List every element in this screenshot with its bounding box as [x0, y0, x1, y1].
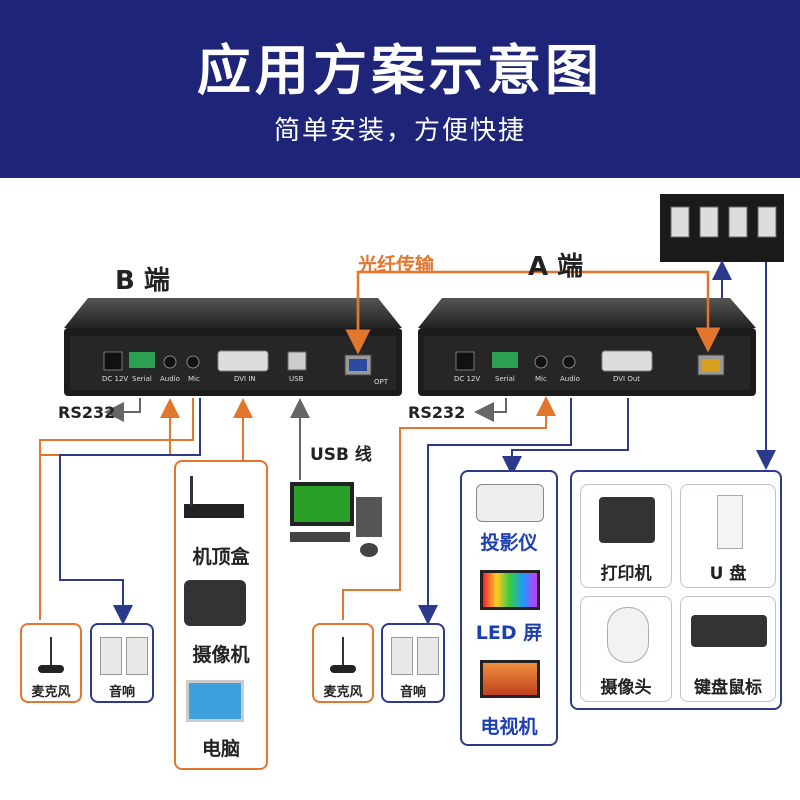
a-port-dc: DC 12V — [454, 375, 481, 383]
computer-tower-icon — [356, 497, 382, 537]
webcam-icon — [607, 607, 649, 663]
page-subtitle: 简单安装，方便快捷 — [273, 116, 526, 146]
b-sources-box: 机顶盒 摄像机 电脑 — [174, 460, 268, 770]
b-port-dvi-in: DVI IN — [234, 375, 256, 383]
a-port-mic: Mic — [535, 375, 547, 383]
fiber-label: 光纤传输 — [358, 254, 435, 276]
a-port-audio: Audio — [560, 375, 580, 383]
usb-cable-label: USB 线 — [310, 445, 372, 465]
a-speaker-label: 音响 — [399, 685, 426, 700]
b-mic-label: 麦克风 — [31, 685, 71, 700]
usb-flash-icon — [717, 495, 743, 549]
usb-hub — [660, 194, 784, 262]
b-speaker-box: 音响 — [90, 623, 154, 703]
display-led: LED 屏 — [475, 622, 543, 644]
display-projector: 投影仪 — [480, 532, 538, 554]
camera-icon — [184, 580, 246, 626]
b-rs232-label: RS232 — [58, 403, 116, 422]
speaker-right-icon — [417, 637, 439, 675]
b-port-serial: Serial — [132, 375, 152, 383]
source-computer: 电脑 — [201, 738, 240, 760]
speaker-left-icon — [391, 637, 413, 675]
microphone-icon — [330, 637, 356, 673]
a-end-device — [418, 298, 756, 396]
projector-icon — [476, 484, 544, 522]
b-speaker-label: 音响 — [108, 685, 135, 700]
b-end-device — [64, 298, 402, 396]
a-mic-label: 麦克风 — [323, 685, 363, 700]
b-end-title: B 端 — [115, 266, 170, 296]
keyboard-icon — [290, 532, 350, 542]
b-port-mic: Mic — [188, 375, 200, 383]
printer-icon — [599, 497, 655, 543]
a-rs232-label: RS232 — [408, 403, 466, 422]
a-port-dvi-out: DVI Out — [613, 375, 641, 383]
a-end-title: A 端 — [528, 252, 584, 282]
usb-devices-box: 打印机 U 盘 摄像头 键盘鼠标 — [570, 470, 782, 710]
usb-device-keyboard: 键盘鼠标 — [680, 596, 776, 702]
led-screen-icon — [480, 570, 540, 610]
computer-monitor-icon — [290, 482, 354, 526]
tv-icon — [480, 660, 540, 698]
speaker-left-icon — [100, 637, 122, 675]
page-title: 应用方案示意图 — [197, 39, 603, 102]
b-port-opt: OPT — [374, 378, 389, 386]
a-mic-box: 麦克风 — [312, 623, 374, 703]
usb-device-webcam: 摄像头 — [580, 596, 672, 702]
b-port-dc: DC 12V — [102, 375, 129, 383]
speaker-right-icon — [126, 637, 148, 675]
display-tv: 电视机 — [480, 716, 538, 738]
usb-device-flash: U 盘 — [680, 484, 776, 588]
a-speaker-box: 音响 — [381, 623, 445, 703]
set-top-box-icon — [182, 476, 246, 534]
header-banner: 应用方案示意图 简单安装，方便快捷 — [0, 0, 800, 178]
usb-device-printer: 打印机 — [580, 484, 672, 588]
source-set-top-box: 机顶盒 — [192, 546, 250, 568]
mouse-icon — [360, 543, 378, 557]
keyboard-icon — [691, 615, 767, 647]
b-port-audio: Audio — [160, 375, 180, 383]
a-displays-box: 投影仪 LED 屏 电视机 — [460, 470, 558, 746]
imac-icon — [186, 680, 244, 722]
microphone-icon — [38, 637, 64, 673]
a-port-serial: Serial — [495, 375, 515, 383]
source-camera: 摄像机 — [192, 644, 250, 666]
b-mic-box: 麦克风 — [20, 623, 82, 703]
b-port-usb: USB — [289, 375, 304, 383]
